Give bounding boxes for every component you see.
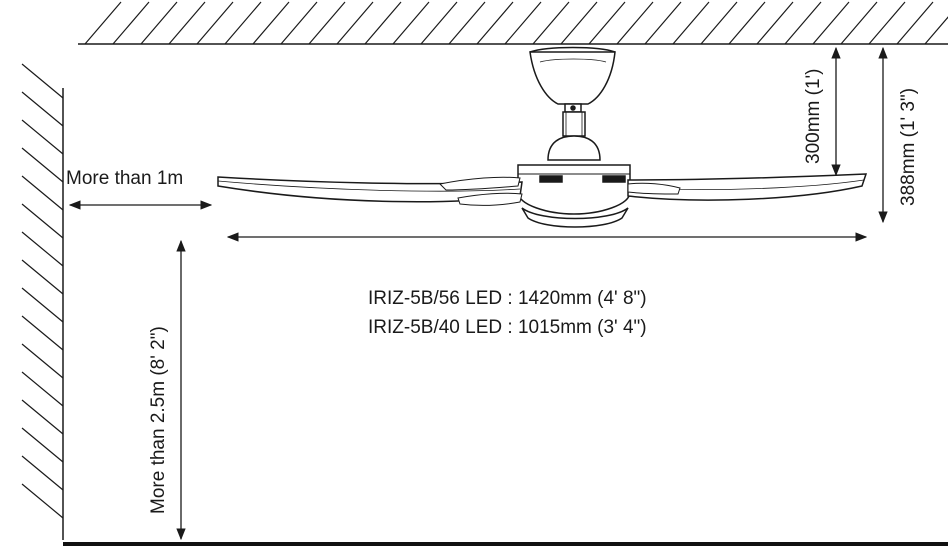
wall-hatch-line (21, 371, 64, 407)
wall-hatch-line (21, 147, 64, 183)
ceiling-hatch-line (868, 1, 906, 45)
ceiling-hatch-line (392, 1, 430, 45)
ceiling-hatch-line (812, 1, 850, 45)
ceiling-hatch-line (252, 1, 290, 45)
ceiling-hatch-line (84, 1, 122, 45)
ceiling-hatch-line (112, 1, 150, 45)
ceiling-hatch-line (560, 1, 598, 45)
wall-hatch-line (21, 483, 64, 519)
ceiling-hatch-line (840, 1, 878, 45)
wall-hatch-line (21, 427, 64, 463)
ceiling-hatch-line (672, 1, 710, 45)
wall-hatch-line (21, 259, 64, 295)
fan-motor-housing (517, 164, 631, 215)
ceiling-hatch-line (140, 1, 178, 45)
ceiling-hatch-line (784, 1, 822, 45)
model-spec-list: IRIZ-5B/56 LED : 1420mm (4' 8") IRIZ-5B/… (368, 284, 647, 342)
ceiling-hatch-line (336, 1, 374, 45)
wall-hatch (21, 63, 64, 519)
ceiling-hatch-line (420, 1, 458, 45)
wall-hatch-line (21, 287, 64, 323)
wall-hatch-line (21, 455, 64, 491)
ceiling-hatch-line (280, 1, 318, 45)
ceiling-hatch-line (196, 1, 234, 45)
ceiling-hatch-line (224, 1, 262, 45)
ceiling-hatch-line (616, 1, 654, 45)
fan-canopy (529, 51, 616, 105)
ceiling-hatch-line (924, 16, 948, 45)
ceiling-hatch-line (728, 1, 766, 45)
fan-light-kit (521, 207, 629, 228)
ceiling-hatch-line (644, 1, 682, 45)
floor-clearance-label: More than 2.5m (8' 2") (148, 326, 169, 514)
wall-hatch-line (21, 203, 64, 239)
fan-blade-right (627, 173, 868, 201)
wall-hatch-line (21, 399, 64, 435)
ceiling-hatch-line (588, 1, 626, 45)
model-spec-line: IRIZ-5B/40 LED : 1015mm (3' 4") (368, 317, 647, 338)
wall-hatch-line (21, 63, 64, 99)
wall-hatch-line (21, 91, 64, 127)
wall-hatch-line (21, 315, 64, 351)
ceiling-hatch-line (896, 1, 934, 45)
ceiling-hatch-line (504, 1, 542, 45)
ceiling-to-bottom-label: 388mm (1' 3") (898, 87, 919, 206)
wall-hatch-line (21, 119, 64, 155)
ceiling-hatch-line (756, 1, 794, 45)
model-spec-line: IRIZ-5B/56 LED : 1420mm (4' 8") (368, 288, 647, 309)
ceiling-hatch-line (364, 1, 402, 45)
ceiling-fan (217, 46, 868, 228)
ceiling-hatch-line (700, 1, 738, 45)
fan-collar (547, 135, 601, 161)
ceiling-hatch-line (448, 1, 486, 45)
ceiling-hatch-line (476, 1, 514, 45)
ceiling-hatch-line (308, 1, 346, 45)
ceiling-hatch (84, 1, 948, 45)
wall-hatch-line (21, 175, 64, 211)
ceiling-to-blade-label: 300mm (1') (803, 68, 824, 164)
side-clearance-label: More than 1m (66, 168, 184, 189)
fan-downrod (562, 111, 586, 137)
ceiling-hatch-line (532, 1, 570, 45)
ceiling-hatch-line (168, 1, 206, 45)
fan-blade-rear (438, 176, 521, 191)
wall-hatch-line (21, 231, 64, 267)
wall-hatch-line (21, 343, 64, 379)
